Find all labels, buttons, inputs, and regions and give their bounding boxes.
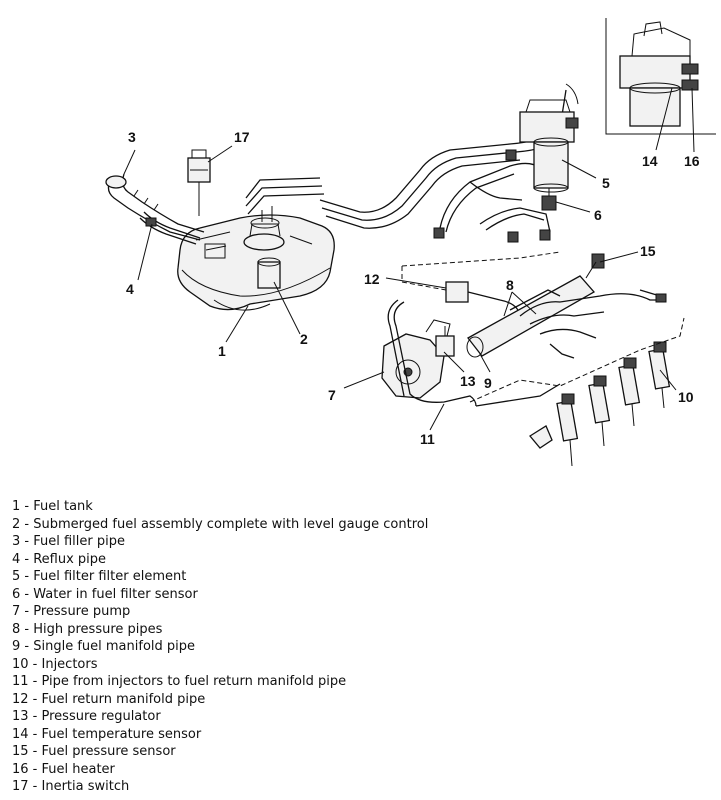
- injector-2: [588, 375, 611, 447]
- water-in-fuel-sensor: [541, 188, 557, 211]
- legend-item: 8 - High pressure pipes: [12, 621, 163, 637]
- callout-17: 17: [234, 129, 250, 145]
- pressure-regulator: [435, 326, 455, 357]
- submerged-fuel-assembly: [243, 206, 285, 289]
- fuel-tank: [177, 214, 335, 311]
- callout-10: 10: [678, 389, 694, 405]
- legend-item: 2 - Submerged fuel assembly complete wit…: [12, 516, 429, 532]
- legend-item: 12 - Fuel return manifold pipe: [12, 691, 206, 707]
- legend-list: 1 - Fuel tank 2 - Submerged fuel assembl…: [12, 498, 712, 796]
- legend-item: 11 - Pipe from injectors to fuel return …: [12, 674, 347, 689]
- legend-item: 3 - Fuel filler pipe: [12, 534, 125, 549]
- legend-item: 13 - Pressure regulator: [12, 709, 161, 724]
- callout-9: 9: [484, 375, 492, 391]
- callout-labels: 1 2 3 4 5 6 7 8 9 10 11 12 13 14 16 15 1…: [126, 129, 700, 447]
- legend-item: 5 - Fuel filter filter element: [12, 569, 187, 584]
- fuel-filler-pipe: [105, 173, 205, 241]
- inertia-switch: [187, 149, 211, 216]
- fuel-filter: [519, 83, 579, 193]
- pressure-pump: [381, 319, 451, 399]
- callout-7: 7: [328, 387, 336, 403]
- single-fuel-manifold: [466, 253, 605, 358]
- legend-item: 10 - Injectors: [12, 656, 98, 672]
- leader-lines: [123, 87, 695, 431]
- fuel-return-manifold: [401, 251, 561, 319]
- filter-inset: [605, 18, 716, 135]
- legend-item: 6 - Water in fuel filter sensor: [12, 586, 198, 602]
- injector-return-pipe: [387, 299, 685, 407]
- callout-11: 11: [420, 431, 435, 447]
- injector-3: [618, 357, 641, 427]
- callout-1: 1: [218, 343, 226, 359]
- legend-item: 15 - Fuel pressure sensor: [12, 744, 176, 759]
- diagram-svg: 1 2 3 4 5 6 7 8 9 10 11 12 13 14 16 15 1…: [105, 18, 716, 467]
- legend-item: 9 - Single fuel manifold pipe: [12, 639, 196, 654]
- injector-4: [648, 341, 671, 409]
- legend-item: 4 - Reflux pipe: [12, 551, 107, 567]
- callout-12: 12: [364, 271, 380, 287]
- injector-1: [556, 393, 579, 467]
- callout-2: 2: [300, 331, 308, 347]
- callout-15: 15: [640, 243, 656, 259]
- callout-5: 5: [602, 175, 610, 191]
- fuel-system-diagram: 1 2 3 4 5 6 7 8 9 10 11 12 13 14 16 15 1…: [105, 18, 716, 467]
- callout-15-16: 16: [684, 153, 700, 169]
- callout-13: 13: [460, 373, 476, 389]
- legend-item: 7 - Pressure pump: [12, 604, 131, 619]
- legend-item: 17 - Inertia switch: [12, 779, 130, 794]
- callout-3: 3: [128, 129, 136, 145]
- legend-item: 16 - Fuel heater: [12, 761, 115, 777]
- callout-6: 6: [594, 207, 602, 223]
- legend-item: 14 - Fuel temperature sensor: [12, 726, 202, 742]
- injectors: [529, 341, 671, 467]
- callout-4: 4: [126, 281, 134, 297]
- callout-8: 8: [506, 277, 514, 293]
- callout-14: 14: [642, 153, 658, 169]
- high-pressure-pipes: [509, 289, 667, 359]
- legend-item: 1 - Fuel tank: [12, 499, 93, 514]
